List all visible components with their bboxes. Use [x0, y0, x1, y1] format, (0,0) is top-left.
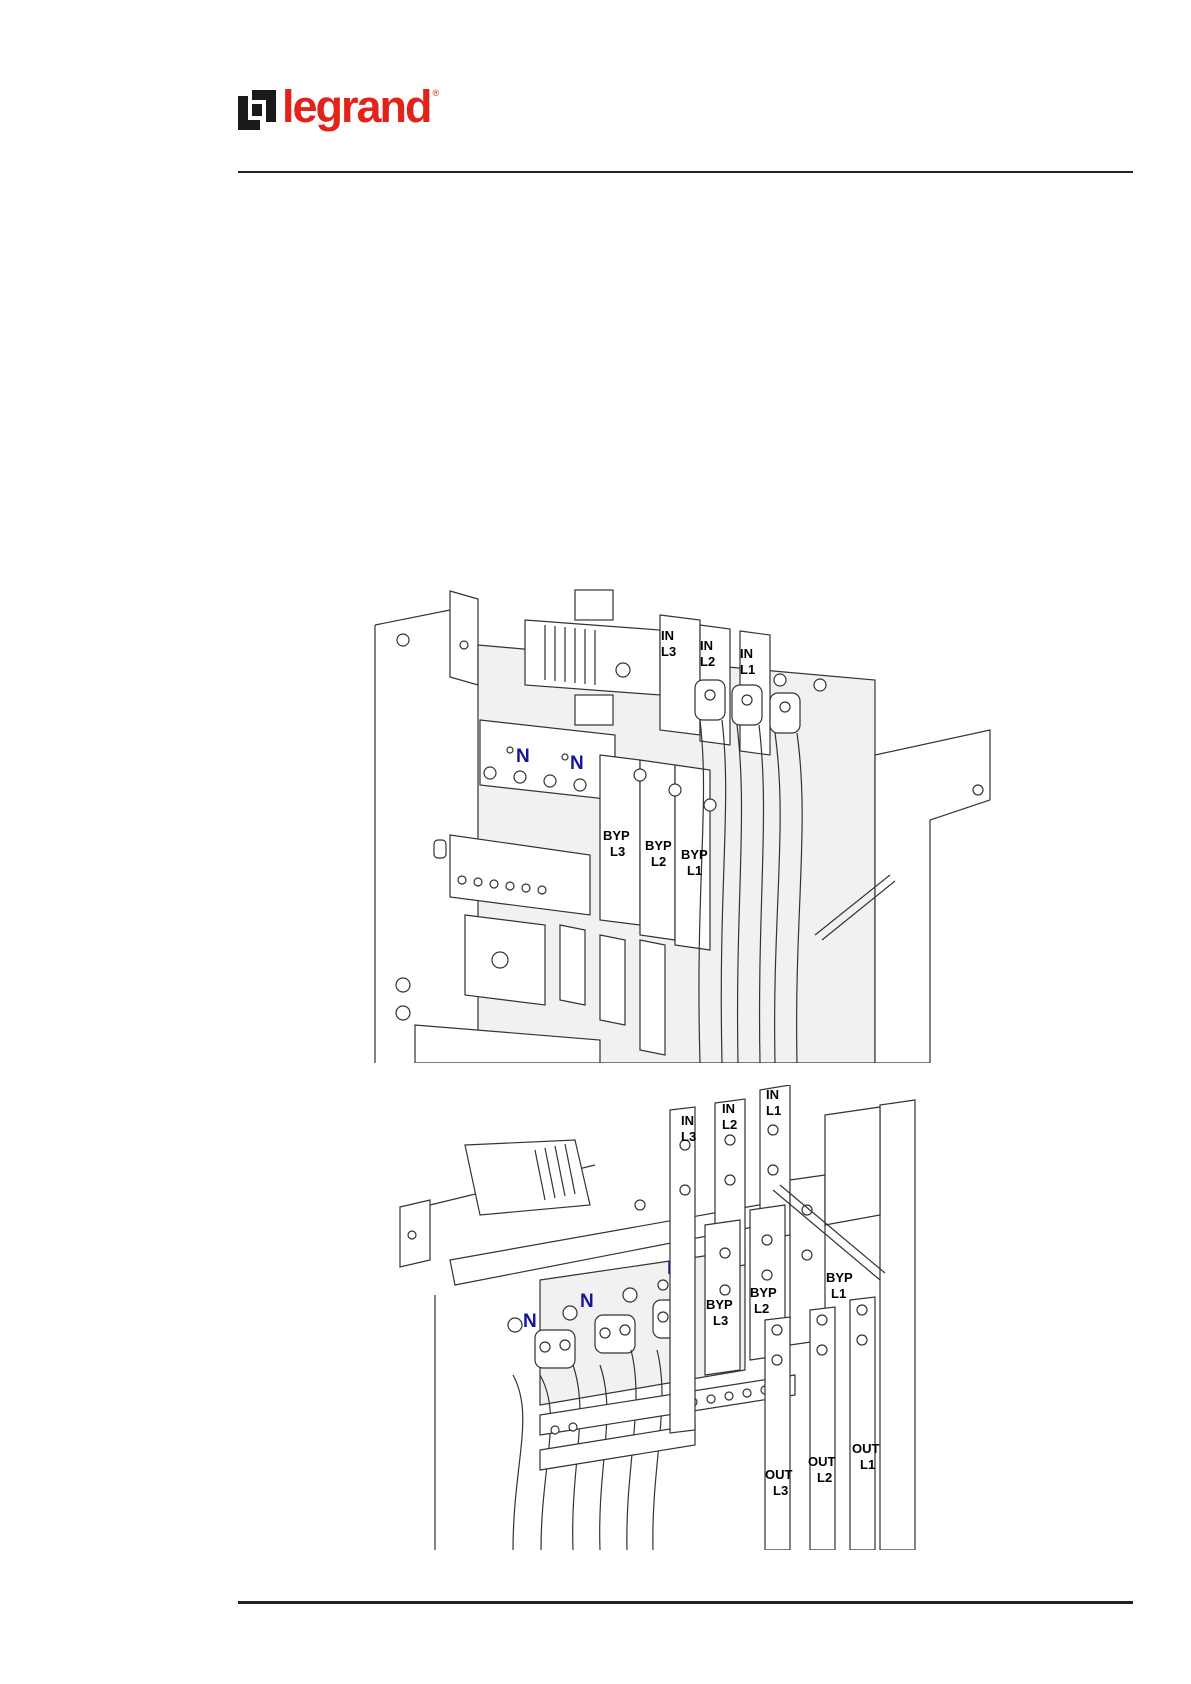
registered-mark: ® [433, 88, 440, 98]
top-in-l2-label-line1: IN [700, 638, 713, 653]
bottom-byp-l1-label-line1: BYP [826, 1270, 853, 1285]
bottom-out-l1-label-line1: OUT [852, 1441, 880, 1456]
bottom-out-l2-label-line2: L2 [817, 1470, 832, 1485]
bottom-in-l2-label-line2: L2 [722, 1117, 737, 1132]
top-byp-l3-label-line2: L3 [610, 844, 625, 859]
bottom-in-l3-label-line1: IN [681, 1113, 694, 1128]
top-neutral-label-1: N [516, 746, 530, 767]
top-byp-l1-label-line1: BYP [681, 847, 708, 862]
legrand-logo: legrand ® [238, 84, 439, 134]
bottom-in-l2-label-line1: IN [722, 1101, 735, 1116]
bottom-byp-l2-label-line2: L2 [754, 1301, 769, 1316]
top-byp-l2-label-line2: L2 [651, 854, 666, 869]
top-byp-l3-label-line1: BYP [603, 828, 630, 843]
bottom-neutral-label-1: N [523, 1311, 537, 1332]
bottom-byp-l3-label-line1: BYP [706, 1297, 733, 1312]
top-byp-l1-label-line2: L1 [687, 863, 702, 878]
top-in-l3-label-line1: IN [661, 628, 674, 643]
figure-bottom-wiring: N N N [395, 1085, 995, 1550]
logo-wordmark: legrand [282, 84, 431, 129]
legrand-logo-mark-icon [238, 90, 276, 130]
top-in-l1-label-line2: L1 [740, 662, 755, 677]
bottom-out-l3-label-line1: OUT [765, 1467, 793, 1482]
figure-top-wiring: N N [370, 585, 1000, 1063]
top-in-l1-label-line1: IN [740, 646, 753, 661]
bottom-in-l1-label-line2: L1 [766, 1103, 781, 1118]
top-byp-l2-label-line1: BYP [645, 838, 672, 853]
bottom-out-l1-label-line2: L1 [860, 1457, 875, 1472]
bottom-in-l1-label-line1: IN [766, 1087, 779, 1102]
bottom-neutral-label-2: N [580, 1291, 594, 1312]
bottom-in-l3-label-line2: L3 [681, 1129, 696, 1144]
bottom-byp-l2-label-line1: BYP [750, 1285, 777, 1300]
top-in-l3-label-line2: L3 [661, 644, 676, 659]
bottom-byp-l3-label-line2: L3 [713, 1313, 728, 1328]
footer-rule [238, 1601, 1133, 1604]
bottom-byp-l1-label-line2: L1 [831, 1286, 846, 1301]
bottom-out-l3-label-line2: L3 [773, 1483, 788, 1498]
bottom-out-l2-label-line1: OUT [808, 1454, 836, 1469]
header-rule [238, 171, 1133, 173]
top-neutral-label-2: N [570, 753, 584, 774]
top-in-l2-label-line2: L2 [700, 654, 715, 669]
